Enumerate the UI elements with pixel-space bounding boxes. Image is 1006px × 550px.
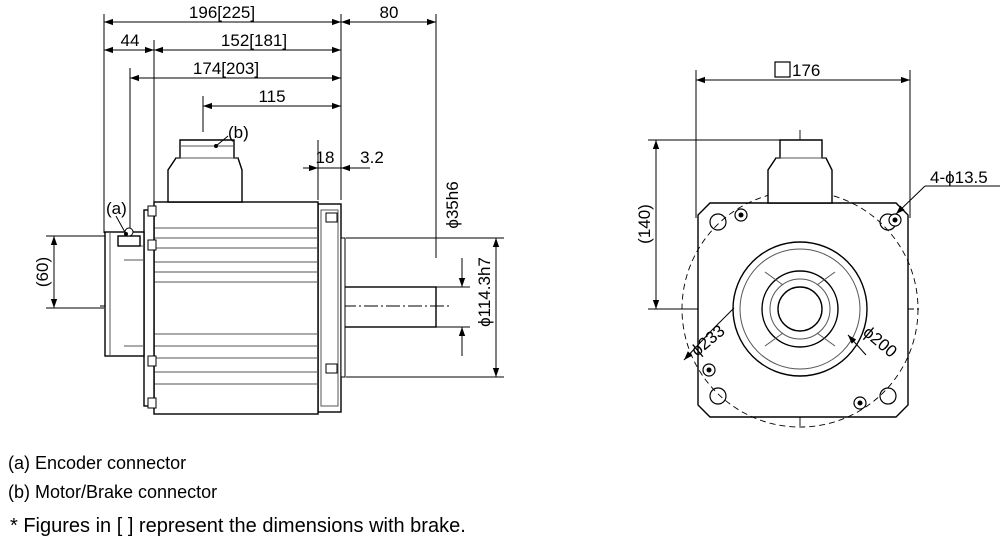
dim-flange-thickness: 18 [316, 148, 335, 167]
dim-square: 176 [792, 61, 820, 80]
dim-mounting-holes: 4-ϕ13.5 [930, 168, 988, 187]
note-brake-dimensions: * Figures in [ ] represent the dimension… [10, 515, 466, 537]
note-motor-brake-connector: (b) Motor/Brake connector [8, 482, 218, 502]
dim-flange-to-rear: 44 [121, 31, 140, 50]
dim-overall: 196[225] [189, 3, 255, 22]
dim-spigot: 3.2 [360, 148, 384, 167]
dim-encoder-height: (60) [33, 257, 52, 287]
dim-pilot-diameter: ϕ114.3h7 [475, 257, 494, 327]
callout-a: (a) [106, 199, 127, 218]
note-encoder-connector: (a) Encoder connector [8, 453, 187, 473]
callout-b: (b) [228, 123, 249, 142]
dim-to-connector-b: 115 [258, 87, 285, 106]
dim-shaft-length: 80 [380, 3, 399, 22]
dim-connector-height: (140) [635, 204, 654, 244]
side-view: 196[225] 80 44 152[181] 174[203] 115 18 … [33, 3, 504, 415]
front-view: 176 (140) [635, 61, 1000, 428]
dim-shaft-diameter: ϕ35h6 [443, 181, 462, 228]
dim-to-connector-a: 174[203] [193, 59, 259, 78]
dim-body-length: 152[181] [221, 31, 287, 50]
